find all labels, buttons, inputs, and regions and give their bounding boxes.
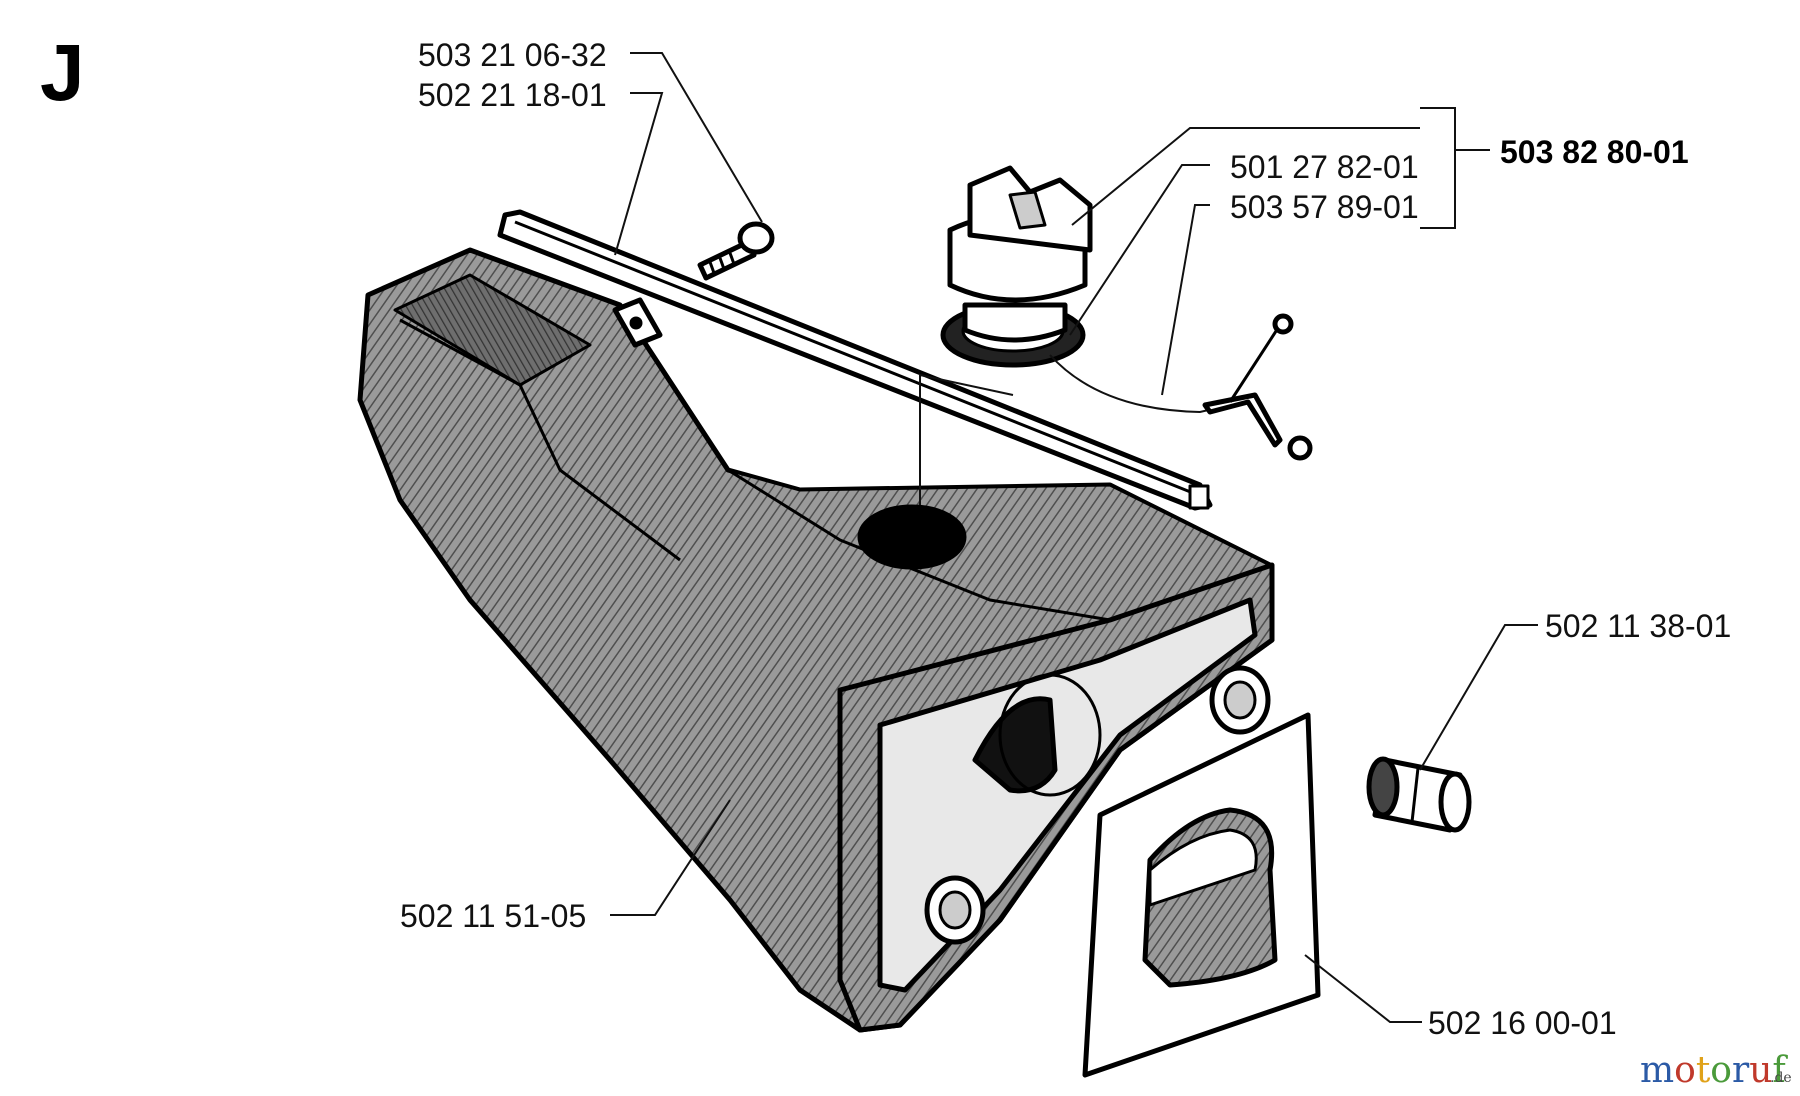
wm-letter: o	[1674, 1050, 1696, 1091]
label-cap-gasket: 501 27 82-01	[1230, 149, 1419, 185]
wm-suffix: .de	[1770, 1070, 1792, 1086]
label-tube-plug: 502 11 38-01	[1545, 608, 1731, 644]
rail-strip	[497, 209, 1213, 511]
section-letter: J	[40, 28, 85, 117]
label-flange-gasket: 502 16 00-01	[1428, 1005, 1617, 1041]
svg-text:motoruf: motoruf	[1640, 1050, 1788, 1091]
label-strap-retainer: 503 57 89-01	[1230, 189, 1419, 225]
wm-letter: f	[1772, 1050, 1788, 1091]
strap-retainer	[1049, 313, 1313, 461]
filler-cap	[940, 165, 1093, 368]
wm-letter: r	[1732, 1050, 1750, 1091]
filler-hole	[857, 504, 967, 570]
wm-letter: u	[1749, 1050, 1772, 1091]
fuel-tank-housing	[357, 247, 1275, 1033]
label-bolt-screw: 503 21 06-32	[418, 37, 607, 73]
flange-gasket	[1082, 712, 1321, 1078]
watermark-logo: motoruf .de	[1640, 1050, 1792, 1091]
wm-letter: o	[1710, 1050, 1732, 1091]
leader-lines	[610, 52, 1538, 1023]
tube-plug	[1366, 756, 1472, 833]
bolt-screw	[697, 221, 775, 281]
wm-letter: t	[1696, 1050, 1711, 1091]
label-rail-strip: 502 21 18-01	[418, 77, 607, 113]
label-tank-housing: 502 11 51-05	[400, 898, 586, 934]
wm-letter: m	[1640, 1050, 1674, 1091]
label-cap-assembly: 503 82 80-01	[1500, 134, 1689, 170]
